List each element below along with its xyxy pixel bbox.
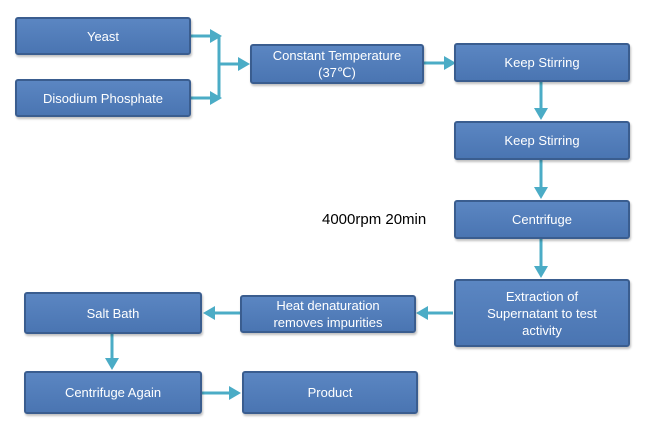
product-label: Product — [307, 385, 353, 400]
centrifuge-node: Centrifuge — [454, 200, 630, 239]
disodium-phosphate-label: Disodium Phosphate — [43, 90, 163, 106]
centrifuge-again-label: Centrifuge Again — [64, 385, 162, 400]
centrifuge-again-node: Centrifuge Again — [24, 371, 202, 414]
arrowhead-product — [229, 386, 241, 400]
arrowhead-stirring-2 — [534, 108, 548, 120]
centrifuge-condition-label: 4000rpm 20min — [322, 211, 427, 228]
extraction-label: Extraction of Supernatant to test activi… — [487, 288, 597, 338]
keep-stirring-node-1: Keep Stirring — [454, 43, 630, 82]
extraction-node: Extraction of Supernatant to test activi… — [454, 279, 630, 347]
constant-temperature-node: Constant Temperature (37℃) — [250, 44, 424, 84]
centrifuge-label: Centrifuge — [512, 212, 572, 227]
disodium-phosphate-node: Disodium Phosphate — [15, 79, 191, 117]
arrowhead-yeast — [210, 29, 222, 43]
constant-temperature-label: Constant Temperature (37℃) — [272, 48, 402, 80]
heat-denaturation-node: Heat denaturation removes impurities — [240, 295, 416, 333]
keep-stirring-label-1: Keep Stirring — [504, 55, 580, 70]
arrowhead-disodium — [210, 91, 222, 105]
salt-bath-node: Salt Bath — [24, 292, 202, 334]
arrowhead-centrifuge — [534, 187, 548, 199]
arrowhead-extraction — [534, 266, 548, 278]
keep-stirring-label-2: Keep Stirring — [504, 133, 580, 148]
keep-stirring-node-2: Keep Stirring — [454, 121, 630, 160]
product-node: Product — [242, 371, 418, 414]
arrowhead-temperature — [238, 57, 250, 71]
arrowhead-heat — [416, 306, 428, 320]
yeast-node: Yeast — [15, 17, 191, 55]
salt-bath-label: Salt Bath — [86, 305, 140, 321]
arrowhead-saltbath — [203, 306, 215, 320]
heat-denaturation-label: Heat denaturation removes impurities — [273, 298, 383, 330]
yeast-label: Yeast — [86, 28, 120, 44]
arrowhead-centrifuge-again — [105, 358, 119, 370]
arrowhead-stirring-1 — [444, 56, 456, 70]
